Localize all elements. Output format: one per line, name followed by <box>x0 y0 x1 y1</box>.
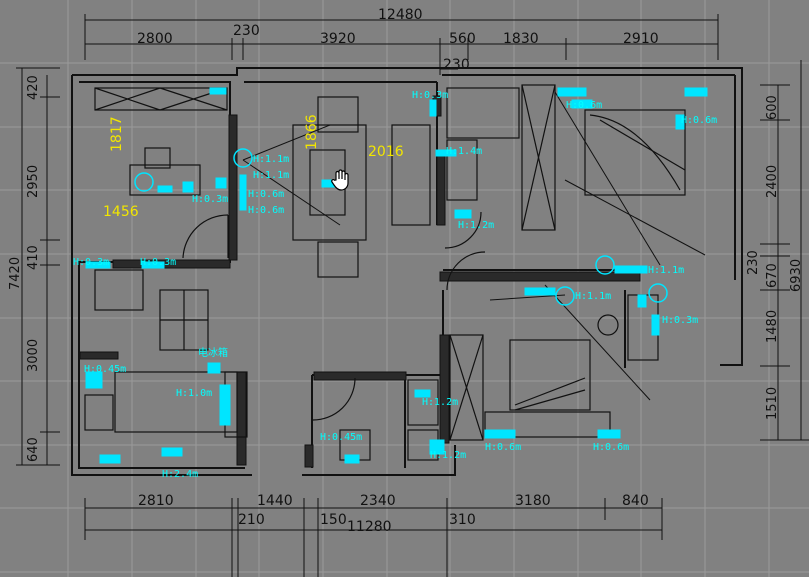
elec-label: H:1.1m <box>253 170 289 181</box>
elec-label: H:1.2m <box>430 450 466 461</box>
dim-right-seg: 230 <box>746 250 761 275</box>
dim-left-total: 7420 <box>8 257 23 290</box>
elec-label: H:0.3m <box>140 257 176 268</box>
elec-label: H:0.6m <box>248 205 284 216</box>
dim-right-seg: 1510 <box>765 387 780 420</box>
leader-lines <box>242 91 706 401</box>
dim-top-seg: 1830 <box>503 31 539 47</box>
dim-bottom-small: 210 <box>238 512 265 528</box>
dim-top-seg: 230 <box>233 23 260 39</box>
electrical-sockets <box>85 87 708 464</box>
dim-bottom-small: 310 <box>449 512 476 528</box>
elec-label: H:0.3m <box>73 257 109 268</box>
elec-label: H:0.45m <box>320 432 362 443</box>
elec-label: H:1.2m <box>458 220 494 231</box>
dim-bottom-seg: 3180 <box>515 493 551 509</box>
elec-label: H:1.1m <box>648 265 684 276</box>
bottom-dimension-lines <box>84 498 663 577</box>
left-dimension-lines <box>16 67 60 466</box>
elec-label: H:1.2m <box>422 397 458 408</box>
dim-left-seg: 410 <box>26 245 41 270</box>
dim-right-total: 6930 <box>789 259 804 292</box>
dim-top-seg: 3920 <box>320 31 356 47</box>
dim-top-seg: 2910 <box>623 31 659 47</box>
elec-label: H:0.6m <box>593 442 629 453</box>
elec-label: H:0.6m <box>248 189 284 200</box>
measure-1866: 1866 <box>304 114 320 150</box>
elec-label: H:2.4m <box>162 469 198 480</box>
hatched-wall-segments <box>79 95 641 468</box>
elec-label: H:1.1m <box>253 154 289 165</box>
elec-label: H:0.3m <box>192 194 228 205</box>
dim-bottom-seg: 2340 <box>360 493 396 509</box>
measure-1817: 1817 <box>109 116 125 152</box>
measure-2016: 2016 <box>368 144 404 160</box>
dim-left-seg: 640 <box>26 437 41 462</box>
dim-bottom-seg: 2810 <box>138 493 174 509</box>
elec-label: H:0.3m <box>662 315 698 326</box>
dim-left-seg: 420 <box>26 75 41 100</box>
dim-left-seg: 2950 <box>26 165 41 198</box>
dim-right-seg: 1480 <box>765 310 780 343</box>
dim-top-total: 12480 <box>378 7 423 23</box>
elec-label: H:1.1m <box>575 291 611 302</box>
elec-label: H:1.4m <box>446 146 482 157</box>
elec-label: H:1.0m <box>176 388 212 399</box>
dim-right-seg: 670 <box>765 263 780 288</box>
elec-label: H:0.6m <box>485 442 521 453</box>
measure-1456: 1456 <box>103 204 139 220</box>
dim-bottom-small: 150 <box>320 512 347 528</box>
dim-right-seg: 600 <box>765 95 780 120</box>
dim-bottom-seg: 840 <box>622 493 649 509</box>
dim-top-inner: 230 <box>443 57 470 73</box>
dim-bottom-seg: 1440 <box>257 493 293 509</box>
elec-label: H:0.45m <box>84 364 126 375</box>
elec-label: H:0.3m <box>412 90 448 101</box>
dim-left-seg: 3000 <box>26 339 41 372</box>
dim-right-seg: 2400 <box>765 165 780 198</box>
elec-label: H:0.6m <box>681 115 717 126</box>
elec-label: H:0.6m <box>566 100 602 111</box>
dim-top-seg: 560 <box>449 31 476 47</box>
hand-cursor-icon <box>329 168 353 192</box>
dim-bottom-total: 11280 <box>347 519 392 535</box>
furniture <box>84 84 686 461</box>
dim-top-seg: 2800 <box>137 31 173 47</box>
elec-label: 电冰箱 <box>198 346 228 359</box>
right-dimension-lines <box>760 60 809 441</box>
